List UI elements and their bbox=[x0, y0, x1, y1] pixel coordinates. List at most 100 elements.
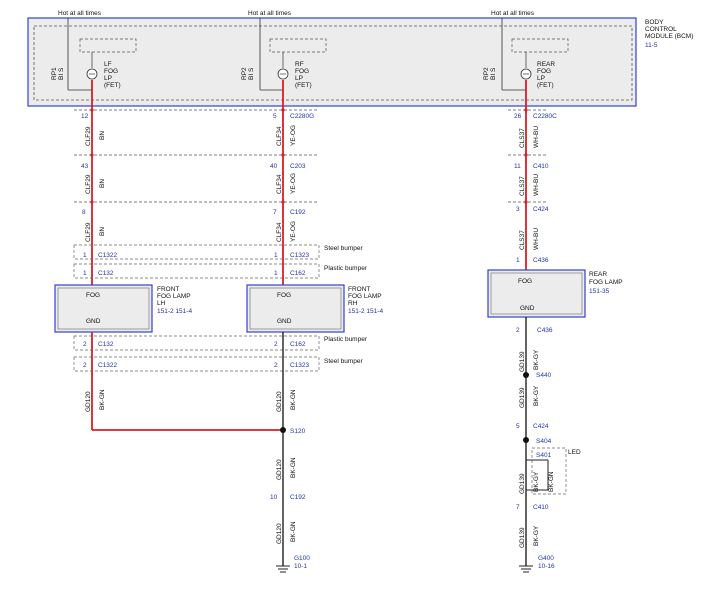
lh-lamp-l2: FOG LAMP bbox=[157, 293, 191, 300]
rear-pin-5: 2 bbox=[516, 327, 520, 334]
rh-wire2-circuit: CLF34 bbox=[276, 174, 283, 194]
rh-gnd2-circuit: GD120 bbox=[276, 459, 283, 480]
rear-fet-l2: FOG bbox=[537, 68, 551, 75]
lh-pin-3: 8 bbox=[82, 209, 86, 216]
rh-pin-5: 1 bbox=[274, 270, 278, 277]
splice-s120-label: S120 bbox=[290, 428, 306, 435]
bcm-inner-dashed-box bbox=[33, 25, 633, 101]
rear-lamp-l2: FOG LAMP bbox=[589, 279, 623, 286]
rear-pin-3: 3 bbox=[516, 206, 520, 213]
rh-conn-c192-bottom: C192 bbox=[290, 494, 306, 501]
rh-conn-c162-top: C162 bbox=[290, 270, 306, 277]
splice-s401-label: S401 bbox=[536, 452, 552, 459]
lh-gnd-color: BK-GN bbox=[99, 389, 106, 410]
lh-lamp-l1: FRONT bbox=[157, 286, 179, 293]
lh-fog-lamp-inner bbox=[57, 287, 150, 330]
rh-wire3-color: YE-OG bbox=[290, 221, 297, 242]
splice-s440-label: S440 bbox=[536, 372, 552, 379]
lh-pin-1: 12 bbox=[81, 113, 89, 120]
rh-wire1-circuit: CLF34 bbox=[276, 126, 283, 146]
rh-gnd1-circuit: GD120 bbox=[276, 391, 283, 412]
rf-fet-pin: RP2 bbox=[241, 67, 248, 80]
rear-fet-l3: LP bbox=[537, 75, 545, 82]
rear-wire1-circuit: CLS37 bbox=[519, 128, 526, 148]
rear-lamp-ref: 151-35 bbox=[589, 288, 610, 295]
rf-fet-l1: RF bbox=[295, 61, 304, 68]
ground-g100-label: G100 bbox=[294, 555, 310, 562]
rear-pin-7: 7 bbox=[516, 504, 520, 511]
rear-conn-c410-top: C410 bbox=[533, 163, 549, 170]
rear-fet-l1: REAR bbox=[537, 61, 555, 68]
rear-gnd1-color: BK-GY bbox=[533, 349, 540, 370]
lh-wire2-circuit: CLF29 bbox=[85, 174, 92, 194]
rh-lamp-l3: RH bbox=[348, 300, 358, 307]
rear-conn-c424-bottom: C424 bbox=[533, 423, 549, 430]
lh-fog-lamp-box bbox=[54, 284, 153, 333]
rear-conn-c410-bottom: C410 bbox=[533, 504, 549, 511]
led-color-1: BK-GY bbox=[533, 471, 540, 492]
hot-label-rear: Hot at all times bbox=[491, 10, 535, 17]
lh-wire2-color: BN bbox=[99, 179, 106, 188]
steel-bumper-box-top bbox=[73, 244, 320, 260]
plastic-bumper-box-top bbox=[73, 263, 320, 279]
led-label: LED bbox=[568, 449, 581, 456]
led-dashed-box bbox=[531, 447, 567, 495]
led-color-2: BK-GN bbox=[548, 471, 555, 492]
rf-fet-l4: (FET) bbox=[295, 82, 312, 89]
rh-wire2-color: YE-OG bbox=[290, 173, 297, 194]
rear-wire3-circuit: CLS37 bbox=[519, 230, 526, 250]
lh-lamp-fog: FOG bbox=[86, 292, 100, 299]
steel-bumper-label-top: Steel bumper bbox=[324, 245, 363, 252]
rh-gnd3-color: BK-GN bbox=[290, 521, 297, 542]
rh-pin-4: 1 bbox=[274, 252, 278, 259]
lf-fet-l2: FOG bbox=[104, 68, 118, 75]
rear-pin-1: 26 bbox=[514, 113, 522, 120]
lh-lamp-ref: 151-2 151-4 bbox=[157, 308, 192, 315]
ground-g100-ref: 10-1 bbox=[294, 563, 307, 570]
ground-g400-ref: 10-16 bbox=[538, 563, 555, 570]
lh-pin-2: 43 bbox=[81, 163, 89, 170]
rear-fet-l4: (FET) bbox=[537, 82, 554, 89]
lf-fet-l1: LF bbox=[104, 61, 112, 68]
steel-bumper-label-bottom: Steel bumper bbox=[324, 358, 363, 365]
lh-pin-4: 1 bbox=[83, 252, 87, 259]
bcm-ref: 11-5 bbox=[645, 42, 658, 49]
rh-gnd2-color: BK-GN bbox=[290, 457, 297, 478]
rh-pin-7: 2 bbox=[274, 362, 278, 369]
rear-gnd3-circuit: GD139 bbox=[519, 473, 526, 494]
lf-fet-pin: RP1 bbox=[51, 67, 58, 80]
lh-conn-c1322-bottom: C1322 bbox=[98, 362, 118, 369]
rh-gnd1-color: BK-GN bbox=[290, 389, 297, 410]
lh-pin-5: 1 bbox=[83, 270, 87, 277]
rear-fet-pin: RP2 bbox=[483, 67, 490, 80]
rear-lamp-l1: REAR bbox=[589, 271, 607, 278]
bcm-module-box bbox=[27, 17, 637, 107]
rh-wire3-circuit: CLF34 bbox=[276, 222, 283, 242]
lh-lamp-l3: LH bbox=[157, 300, 166, 307]
rh-pin-3: 7 bbox=[273, 209, 277, 216]
rh-lamp-ref: 151-2 151-4 bbox=[348, 308, 383, 315]
lf-fet-l3: LP bbox=[104, 75, 112, 82]
lf-fet-l4: (FET) bbox=[104, 82, 121, 89]
rf-fet-pin2: BI S bbox=[248, 67, 255, 80]
lh-pin-6: 2 bbox=[83, 341, 87, 348]
hot-label-lf: Hot at all times bbox=[58, 10, 102, 17]
lh-conn-c132-top: C132 bbox=[98, 270, 114, 277]
rear-conn-c2280c: C2280C bbox=[533, 113, 557, 120]
rear-wire2-color: WH-BU bbox=[533, 174, 540, 196]
rh-gnd3-circuit: GD120 bbox=[276, 523, 283, 544]
rear-conn-c436-bottom: C436 bbox=[537, 327, 553, 334]
hot-label-rf: Hot at all times bbox=[248, 10, 292, 17]
rear-conn-c436-top: C436 bbox=[533, 257, 549, 264]
splice-s404 bbox=[523, 437, 529, 443]
bcm-label-line1: BODY bbox=[645, 19, 664, 26]
rear-conn-c424-top: C424 bbox=[533, 206, 549, 213]
rh-conn-c203: C203 bbox=[290, 163, 306, 170]
splice-s440 bbox=[523, 372, 529, 378]
rear-fog-lamp-box bbox=[487, 269, 586, 318]
rh-pin-2: 40 bbox=[270, 163, 278, 170]
rear-wire1-color: WH-BU bbox=[533, 126, 540, 148]
plastic-bumper-label-top: Plastic bumper bbox=[324, 265, 368, 272]
rh-pin-8: 10 bbox=[270, 494, 278, 501]
